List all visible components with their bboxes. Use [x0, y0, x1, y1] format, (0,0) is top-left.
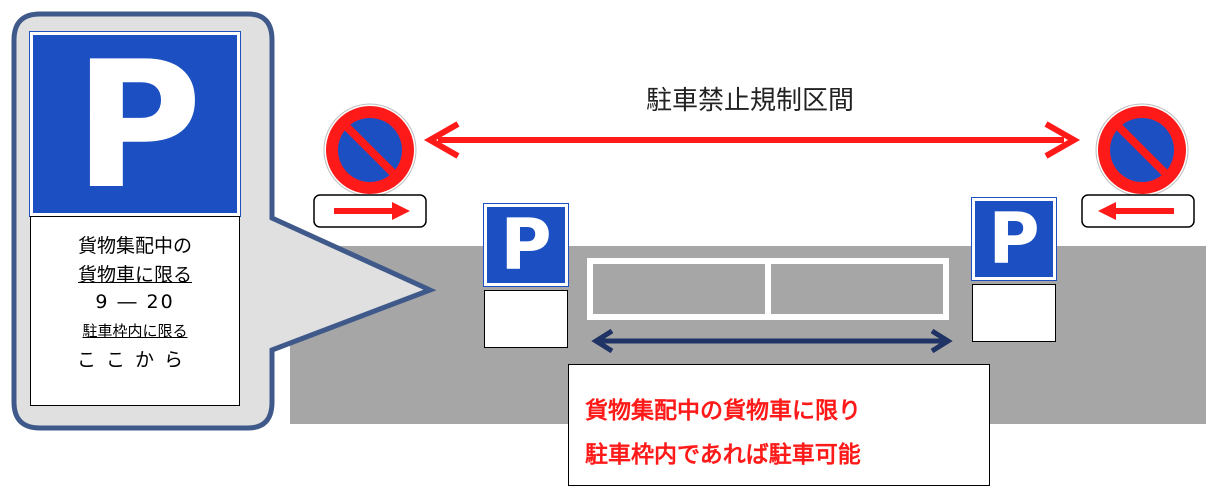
- parking-sign-letter: P: [73, 25, 203, 228]
- parking-bays: [587, 258, 949, 320]
- note-line-1: 貨物集配中の貨物車に限り: [585, 398, 861, 424]
- aux-line-2: 貨物車に限る: [77, 264, 192, 286]
- section-label: 駐車禁止規制区間: [645, 86, 854, 116]
- parking-sign-small-right: P: [971, 197, 1057, 281]
- bay-arrow: [591, 328, 953, 354]
- parking-sign-letter: P: [500, 204, 552, 286]
- auxiliary-plate-large: 貨物集配中の 貨物車に限る 9 ― 20 駐車枠内に限る ここから: [30, 216, 240, 406]
- note-box: 貨物集配中の貨物車に限り 駐車枠内であれば駐車可能: [568, 364, 990, 486]
- direction-plate-right: [1081, 194, 1195, 228]
- aux-line-4: 駐車枠内に限る: [82, 322, 188, 340]
- no-parking-sign-right: [1094, 102, 1190, 198]
- no-parking-sign-left: [322, 102, 418, 198]
- parking-sign-large: P: [29, 25, 241, 228]
- parking-sign-letter: P: [988, 198, 1040, 280]
- auxiliary-plate-small-left: [484, 290, 568, 348]
- parking-sign-small-left: P: [483, 203, 569, 287]
- note-line-2: 駐車枠内であれば駐車可能: [585, 442, 861, 468]
- aux-line-3: 9 ― 20: [95, 291, 175, 313]
- aux-line-1: 貨物集配中の: [77, 235, 192, 257]
- section-arrow: [423, 121, 1081, 159]
- aux-line-5: ここから: [76, 349, 193, 371]
- auxiliary-plate-small-right: [972, 284, 1056, 342]
- direction-plate-left: [313, 194, 427, 228]
